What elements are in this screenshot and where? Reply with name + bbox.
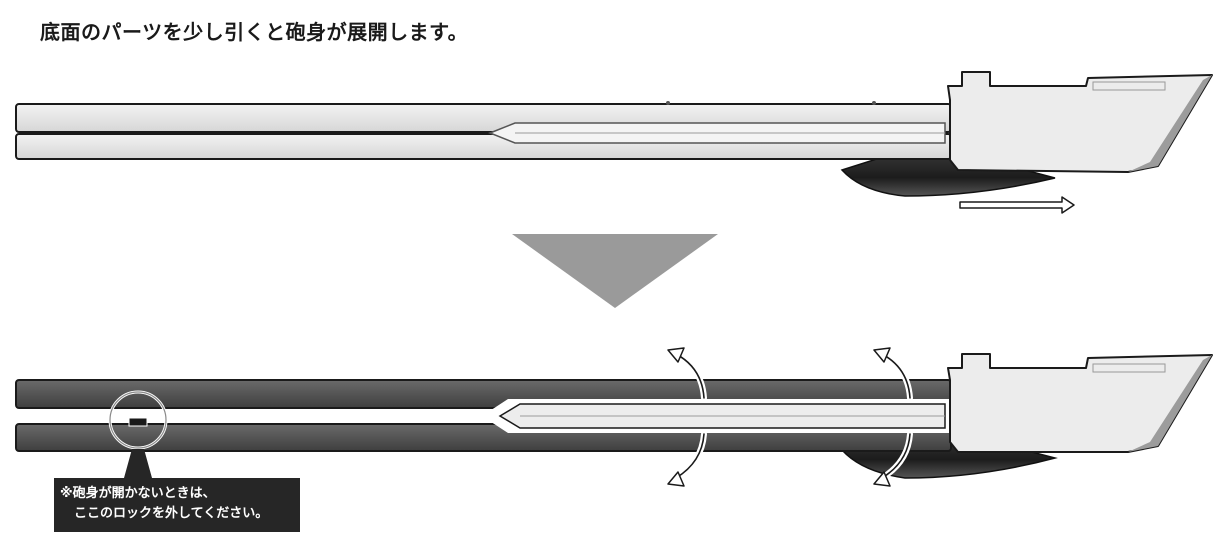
closed-state: [15, 71, 1213, 214]
barrel-open: [15, 379, 952, 452]
lock-note-line2: ここのロックを外してください。: [74, 506, 269, 521]
lock-note: ※砲身が開かないときは、 ここのロックを外してください。: [54, 478, 300, 532]
body-closed: [947, 71, 1213, 173]
body-open: [947, 353, 1213, 453]
rotation-arrowhead: [667, 347, 891, 487]
pull-arrow-icon: [959, 196, 1075, 214]
bottom-part-closed: [840, 149, 1056, 197]
page-title: 底面のパーツを少し引くと砲身が展開します。: [40, 20, 469, 44]
down-triangle-icon: [512, 234, 718, 308]
lock-indicator: [108, 390, 168, 478]
barrel-closed: [15, 101, 952, 160]
open-state: [15, 347, 1213, 487]
lock-note-line1: ※砲身が開かないときは、: [60, 486, 216, 501]
